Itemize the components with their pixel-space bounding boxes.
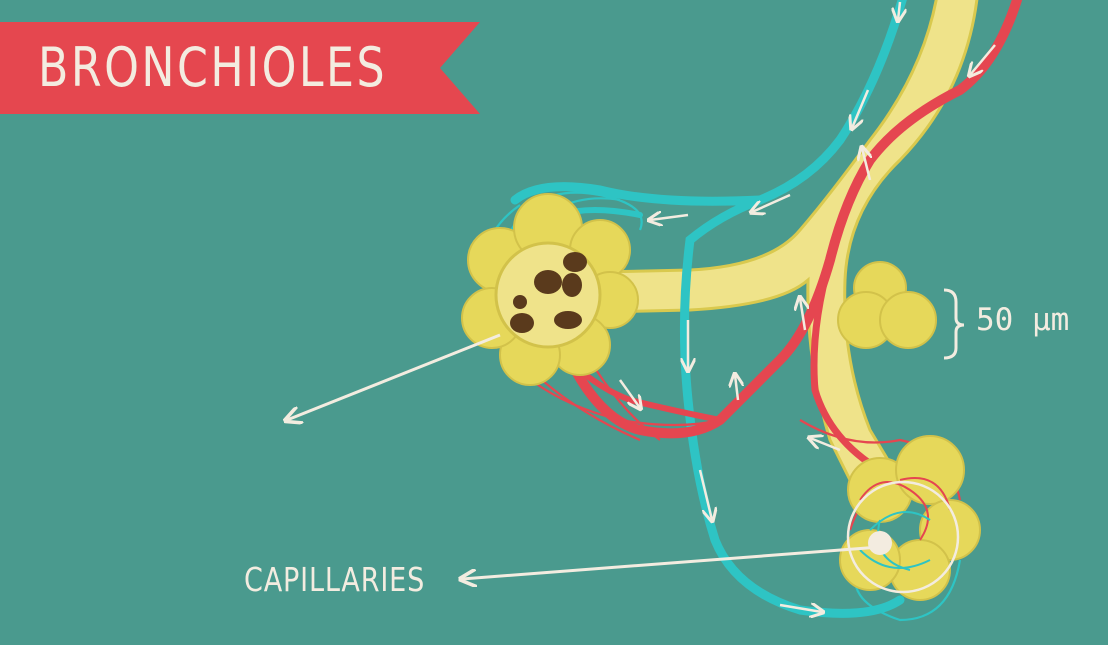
alveolar-sac-diseased <box>461 193 639 386</box>
alveolar-cluster-scale <box>837 261 937 349</box>
capillaries-label: CAPILLARIES <box>244 560 426 599</box>
vein-branch-upper <box>510 182 765 206</box>
alveolar-sac-healthy <box>839 435 981 601</box>
title-banner <box>0 22 480 114</box>
scale-brace <box>943 288 965 360</box>
page-title: BRONCHIOLES <box>38 36 388 99</box>
clot-pointer-arrow <box>287 333 501 420</box>
focus-dot <box>868 531 892 555</box>
capillaries-pointer-arrow <box>462 545 881 579</box>
blood-clots <box>510 252 587 333</box>
magnifier-ring <box>846 480 960 594</box>
artery-branch-lower <box>810 256 884 474</box>
vein-main <box>679 0 907 618</box>
pointer-arrows <box>287 333 881 579</box>
flow-arrows <box>618 1 996 612</box>
scale-label: 50 μm <box>976 302 1070 338</box>
